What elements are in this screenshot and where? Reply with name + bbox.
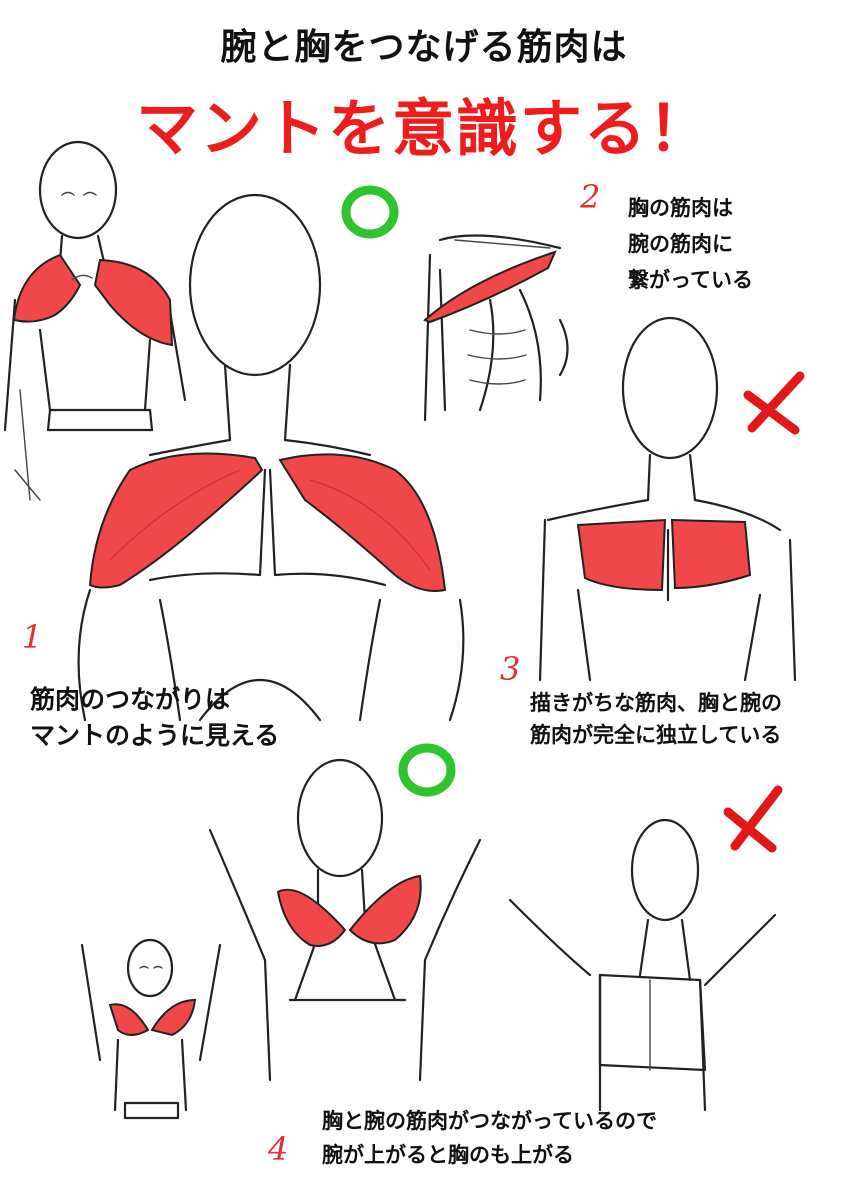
note-1-line-2: マントのように見える [30, 721, 280, 750]
wrong-mark-icon-2 [723, 785, 783, 853]
raised-cape-right [348, 874, 422, 945]
figure-main-correct [77, 193, 465, 722]
figure-anatomy [423, 234, 569, 422]
page-title: マントを意識する！ [135, 92, 712, 165]
correct-mark-icon-2 [398, 743, 456, 797]
note-2-line-3: 繋がっている [628, 268, 753, 292]
note-4-line-2: 腕が上がると胸のも上がる [322, 1143, 574, 1167]
page-subtitle: 腕と胸をつなげる筋肉は [220, 27, 628, 68]
figure-arms-raised-correct [208, 758, 482, 1082]
note-1-number: 1 [22, 618, 43, 656]
figure-small-raised [80, 938, 222, 1120]
figure-arms-raised-wrong [508, 818, 777, 1112]
anatomy-pec-muscle [423, 250, 557, 324]
separated-muscle-right [670, 518, 752, 590]
figure-cape-small [3, 140, 187, 501]
note-3-number: 3 [500, 650, 521, 688]
note-3-line-1: 描きがちな筋肉、胸と腕の [530, 691, 782, 715]
figure-wrong [538, 316, 797, 682]
note-2-number: 2 [580, 178, 601, 216]
cape-muscle-left [12, 253, 82, 323]
note-4-line-1: 胸と腕の筋肉がつながっているので [322, 1109, 657, 1133]
small-cape-left [108, 1003, 150, 1036]
main-cape-left [88, 452, 264, 589]
note-4-number: 4 [268, 1130, 289, 1168]
cape-muscle-right [93, 258, 174, 347]
note-3-line-2: 筋肉が完全に独立している [530, 723, 782, 747]
main-cape-right [278, 453, 447, 592]
separated-muscle-left [576, 518, 667, 592]
small-cape-right [150, 998, 197, 1037]
correct-mark-icon [341, 185, 399, 239]
note-1-line-1: 筋肉のつながりは [30, 685, 231, 714]
note-2-line-2: 腕の筋肉に [628, 232, 733, 256]
wrong-mark-icon [743, 371, 805, 435]
note-2-line-1: 胸の筋肉は [628, 196, 733, 220]
raised-cape-left [276, 888, 347, 947]
